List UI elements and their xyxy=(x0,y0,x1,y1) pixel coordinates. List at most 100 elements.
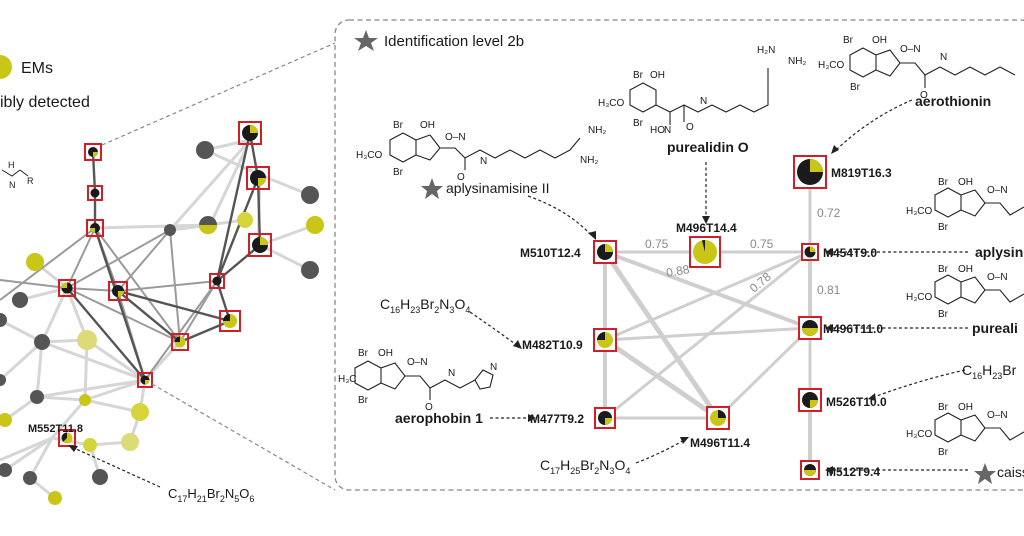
node-label: M819T16.3 xyxy=(831,166,892,180)
annotation-arrowheads xyxy=(513,145,876,474)
left-highlighted-nodes xyxy=(58,121,272,447)
panel-border xyxy=(334,19,1024,491)
star-icon xyxy=(974,463,996,484)
svg-text:OH: OH xyxy=(650,70,665,81)
compound-purealidin-o: purealidin O xyxy=(667,139,749,155)
legend-ems-label: EMs xyxy=(21,60,53,77)
left-structure-n: N xyxy=(9,180,16,190)
svg-text:NH₂: NH₂ xyxy=(580,155,598,166)
svg-text:HO: HO xyxy=(650,125,665,136)
left-structure-h: H xyxy=(8,160,15,170)
compound-labels: aplysinamisine II purealidin O aerothion… xyxy=(395,93,1024,484)
panel-title: Identification level 2b xyxy=(384,33,524,50)
left-arrow xyxy=(73,447,161,488)
svg-text:Br: Br xyxy=(633,118,644,129)
node-label: M454T9.0 xyxy=(823,246,877,260)
svg-text:H₃CO: H₃CO xyxy=(598,98,625,109)
svg-text:H₃CO: H₃CO xyxy=(906,206,933,217)
star-icon xyxy=(421,178,443,199)
node-M477T9.2 xyxy=(594,407,616,429)
node-labels: M510T12.4 M496T14.4 M454T9.0 M819T16.3 M… xyxy=(520,166,892,479)
svg-text:Br: Br xyxy=(938,177,949,188)
svg-text:H₃C: H₃C xyxy=(338,374,357,385)
svg-text:N: N xyxy=(480,156,487,167)
node-M482T10.9 xyxy=(593,328,617,352)
svg-text:O: O xyxy=(920,90,928,101)
compound-aplysi-cut: aplysin xyxy=(975,244,1023,260)
svg-text:O–N: O–N xyxy=(407,357,428,368)
node-M454T9.0 xyxy=(801,243,819,261)
svg-text:H₃CO: H₃CO xyxy=(906,429,933,440)
edge-label: 0.81 xyxy=(817,283,841,297)
formula-f3-cut: C16H23Br xyxy=(962,362,1017,381)
svg-text:O–N: O–N xyxy=(900,44,921,55)
svg-text:Br: Br xyxy=(393,167,404,178)
edge-label: 0.75 xyxy=(645,237,669,251)
compound-aerothionin: aerothionin xyxy=(915,93,991,109)
left-plain-nodes xyxy=(0,141,324,505)
left-node-label: M552T11.8 xyxy=(28,423,83,435)
svg-text:O: O xyxy=(686,122,694,133)
svg-text:OH: OH xyxy=(958,402,973,413)
svg-text:N: N xyxy=(664,125,671,136)
svg-text:Br: Br xyxy=(938,264,949,275)
annotation-arrows xyxy=(469,99,968,471)
svg-text:O: O xyxy=(457,172,465,183)
svg-text:OH: OH xyxy=(420,120,435,131)
edge-label: 0.72 xyxy=(817,206,841,220)
svg-text:H₃CO: H₃CO xyxy=(356,150,383,161)
edge-label: 0.75 xyxy=(750,237,774,251)
node-label: M496T14.4 xyxy=(676,221,737,235)
svg-text:Br: Br xyxy=(358,395,369,406)
svg-text:O–N: O–N xyxy=(445,132,466,143)
svg-text:Br: Br xyxy=(843,35,854,46)
svg-text:Br: Br xyxy=(938,309,949,320)
svg-text:Br: Br xyxy=(938,402,949,413)
svg-text:N: N xyxy=(490,362,497,373)
zoom-panel: Identification level 2b 0.75 0.75 xyxy=(334,19,1024,491)
left-edges-mid xyxy=(0,227,218,381)
node-label: M512T9.4 xyxy=(826,465,880,479)
edge-label: 0.88 xyxy=(665,262,691,280)
node-M496T11.0 xyxy=(798,316,822,340)
panel-nodes xyxy=(593,155,827,480)
node-label: M496T11.4 xyxy=(690,436,750,450)
svg-text:O–N: O–N xyxy=(987,185,1008,196)
node-M819T16.3 xyxy=(793,155,827,189)
node-M512T9.4 xyxy=(800,460,820,480)
left-edges-light xyxy=(0,138,316,500)
node-M496T11.4 xyxy=(706,406,730,430)
svg-text:O: O xyxy=(425,402,433,413)
svg-text:O–N: O–N xyxy=(987,272,1008,283)
left-structure-r: R xyxy=(27,176,34,186)
node-label: M477T9.2 xyxy=(530,412,584,426)
left-network: M552T11.8 C17H21Br2N5O6 EMs ibly detecte… xyxy=(0,42,336,505)
edge-labels: 0.75 0.75 0.88 0.78 0.72 0.81 xyxy=(645,206,841,297)
edge-label: 0.78 xyxy=(747,269,774,295)
node-label: M482T10.9 xyxy=(522,338,583,352)
legend-yellow-swatch xyxy=(0,55,12,79)
svg-text:OH: OH xyxy=(872,35,887,46)
chemical-structures xyxy=(354,47,1024,443)
compound-aplysinamisine: aplysinamisine II xyxy=(446,180,550,196)
zoom-connectors xyxy=(101,42,336,491)
node-M510T12.4 xyxy=(593,240,617,264)
svg-text:H₃CO: H₃CO xyxy=(906,292,933,303)
svg-text:N: N xyxy=(940,52,947,63)
svg-text:Br: Br xyxy=(938,447,949,458)
svg-text:Br: Br xyxy=(850,82,861,93)
formula-f1: C16H23Br2N3O4 xyxy=(380,296,470,315)
svg-text:Br: Br xyxy=(358,348,369,359)
legend-detected-label: ibly detected xyxy=(0,94,90,111)
svg-text:NH₂: NH₂ xyxy=(788,56,806,67)
svg-text:O–N: O–N xyxy=(987,410,1008,421)
node-M496T14.4 xyxy=(689,236,721,268)
left-structure-fragment xyxy=(1,169,29,177)
node-label: M510T12.4 xyxy=(520,246,581,260)
left-arrowhead xyxy=(68,445,78,452)
left-formula: C17H21Br2N5O6 xyxy=(168,486,254,504)
svg-text:OH: OH xyxy=(958,264,973,275)
node-label: M526T10.0 xyxy=(826,395,887,409)
svg-text:OH: OH xyxy=(958,177,973,188)
